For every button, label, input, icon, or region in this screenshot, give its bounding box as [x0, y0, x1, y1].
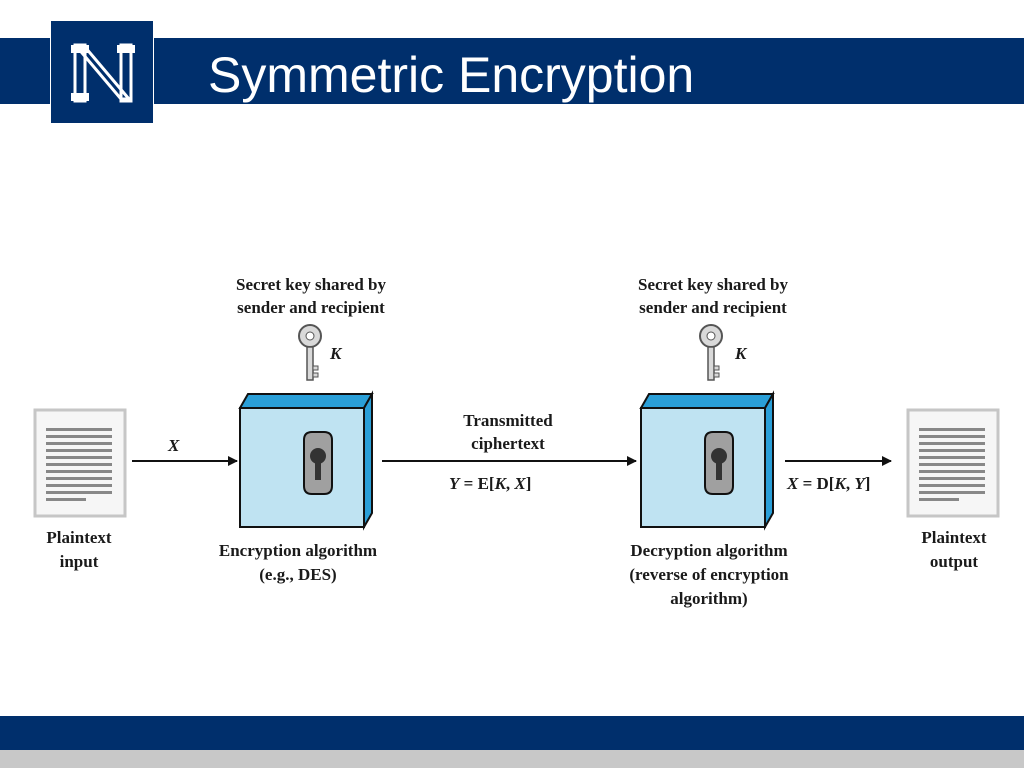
encryption-label-line2: (e.g., DES)	[259, 565, 336, 584]
plaintext-output-label-line2: output	[930, 552, 979, 571]
university-n-logo-icon	[71, 43, 135, 103]
transmitted-line1: Transmitted	[463, 411, 553, 430]
encryption-keyhole-icon	[303, 431, 333, 495]
encryption-key-icon	[298, 324, 322, 381]
plaintext-input-label-line2: input	[60, 552, 99, 571]
plaintext-output-document-icon	[906, 408, 1000, 518]
dec-key-label: K	[734, 344, 748, 363]
input-x-label: X	[167, 436, 180, 455]
transmitted-line2: ciphertext	[471, 434, 545, 453]
page-title: Symmetric Encryption	[208, 47, 695, 103]
output-formula: X = D[K, Y]	[786, 474, 870, 493]
plaintext-output-label-line1: Plaintext	[921, 528, 986, 547]
university-logo	[50, 20, 154, 124]
footer-gray-strip	[0, 750, 1024, 768]
decryption-label-line2: (reverse of encryption	[629, 565, 789, 584]
encryption-box	[238, 390, 374, 531]
decryption-label-line3: algorithm)	[670, 589, 747, 608]
plaintext-input-label-line1: Plaintext	[46, 528, 111, 547]
title-bar	[0, 38, 1024, 104]
enc-key-caption-line1: Secret key shared by	[236, 275, 387, 294]
decryption-box	[639, 390, 775, 531]
enc-key-label: K	[329, 344, 343, 363]
footer-bar	[0, 716, 1024, 750]
ciphertext-formula: Y = E[K, X]	[449, 474, 531, 493]
decryption-key-icon	[699, 324, 723, 381]
dec-key-caption-line2: sender and recipient	[639, 298, 787, 317]
decryption-label-line1: Decryption algorithm	[630, 541, 787, 560]
decryption-keyhole-icon	[704, 431, 734, 495]
enc-key-caption-line2: sender and recipient	[237, 298, 385, 317]
encryption-label-line1: Encryption algorithm	[219, 541, 377, 560]
dec-key-caption-line1: Secret key shared by	[638, 275, 789, 294]
plaintext-input-document-icon	[33, 408, 127, 518]
